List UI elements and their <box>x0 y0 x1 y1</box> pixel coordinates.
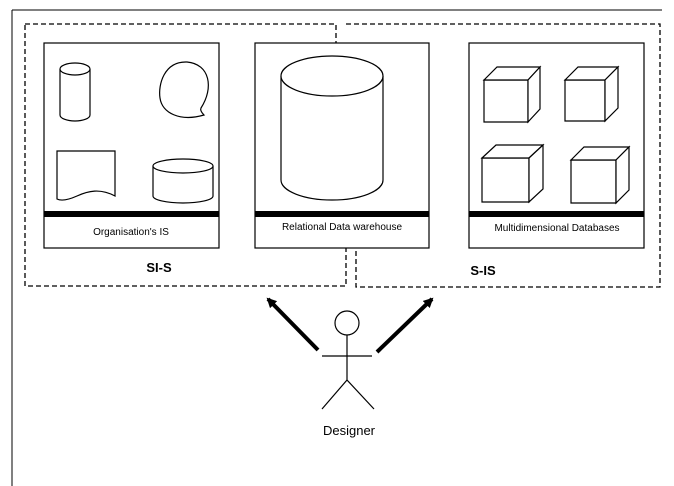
organisation-is-panel: Organisation's IS <box>43 42 220 249</box>
designer-label: Designer <box>323 423 376 438</box>
designer-stick-figure-icon <box>321 310 375 410</box>
organisation-is-label: Organisation's IS <box>93 227 169 238</box>
arrow-to-si-s <box>266 297 320 352</box>
cube-icon <box>569 145 631 205</box>
s-is-label: S-IS <box>470 263 496 278</box>
document-icon <box>56 150 116 201</box>
cube-icon <box>563 65 620 123</box>
database-cylinder-icon <box>59 62 91 122</box>
relational-dw-label: Relational Data warehouse <box>282 222 403 233</box>
cube-icon <box>480 143 545 204</box>
arrow-to-s-is <box>375 297 434 354</box>
multidimensional-db-label: Multidimensional Databases <box>494 223 619 234</box>
cube-icon <box>482 65 542 124</box>
relational-dw-panel: Relational Data warehouse <box>254 42 430 249</box>
speech-bubble-icon <box>159 61 209 119</box>
data-warehouse-cylinder-icon <box>280 55 384 201</box>
multidimensional-db-panel: Multidimensional Databases <box>468 42 645 249</box>
si-s-label: SI-S <box>146 260 172 275</box>
flat-cylinder-icon <box>152 158 214 204</box>
si-s-region <box>24 23 347 287</box>
